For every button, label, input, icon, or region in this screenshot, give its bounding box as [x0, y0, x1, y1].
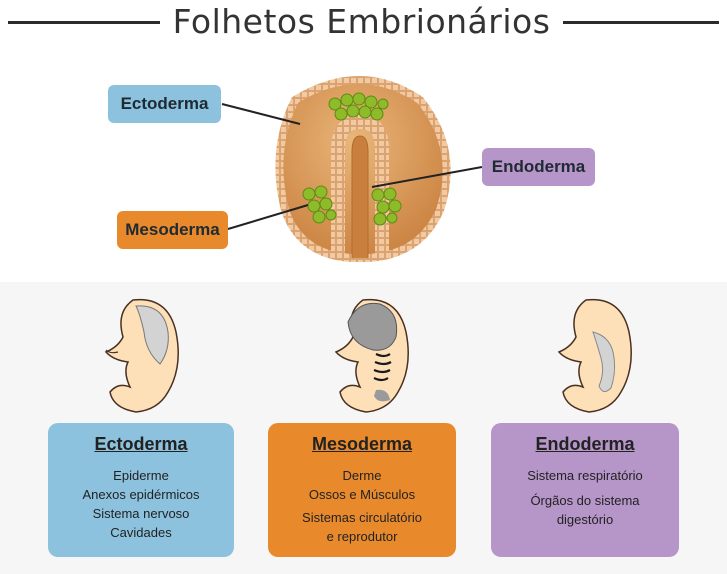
fetus-mesoderma-illustration [334, 298, 409, 413]
ectoderma-leader-line [221, 103, 301, 125]
card-mesoderma-title: Mesoderma [311, 434, 413, 454]
card-mesoderma: Mesoderma Derme Ossos e Músculos Sistema… [268, 423, 456, 557]
title-bar: Folhetos Embrionários [0, 0, 727, 46]
label-ectoderma: Ectoderma [108, 85, 221, 123]
title-rule-right [563, 21, 719, 24]
card-mesoderma-item: Derme [342, 468, 382, 483]
label-endoderma: Endoderma [482, 148, 595, 186]
card-mesoderma-item: Sistemas circulatório [302, 510, 422, 525]
card-endoderma: Endoderma Sistema respiratório Órgãos do… [491, 423, 679, 557]
mesoderma-leader-line [227, 204, 309, 230]
archenteron [331, 114, 389, 258]
card-endoderma-item: digestório [556, 512, 614, 527]
card-endoderma-item: Órgãos do sistema [530, 493, 640, 508]
ectoderm-rim [275, 76, 451, 262]
card-endoderma-item: Sistema respiratório [527, 468, 643, 483]
endoderma-leader-line [371, 166, 483, 188]
card-mesoderma-item: e reprodutor [326, 529, 398, 544]
card-ectoderma-item: Epiderme [113, 468, 169, 483]
fetus-endoderma-illustration [557, 298, 632, 413]
card-ectoderma: Ectoderma Epiderme Anexos epidérmicos Si… [48, 423, 234, 557]
card-ectoderma-item: Anexos epidérmicos [82, 487, 200, 502]
card-endoderma-title: Endoderma [535, 434, 635, 454]
title-rule-left [8, 21, 160, 24]
card-ectoderma-title: Ectoderma [94, 434, 188, 454]
page-title: Folhetos Embrionários [172, 2, 551, 41]
card-ectoderma-item: Sistema nervoso [92, 506, 190, 521]
label-mesoderma: Mesoderma [117, 211, 228, 249]
card-ectoderma-item: Cavidades [110, 525, 172, 540]
fetus-ectoderma-illustration [104, 298, 179, 413]
card-mesoderma-item: Ossos e Músculos [308, 487, 416, 502]
gastrula-illustration [221, 76, 483, 262]
mesoderm-cell-clusters [302, 92, 402, 226]
